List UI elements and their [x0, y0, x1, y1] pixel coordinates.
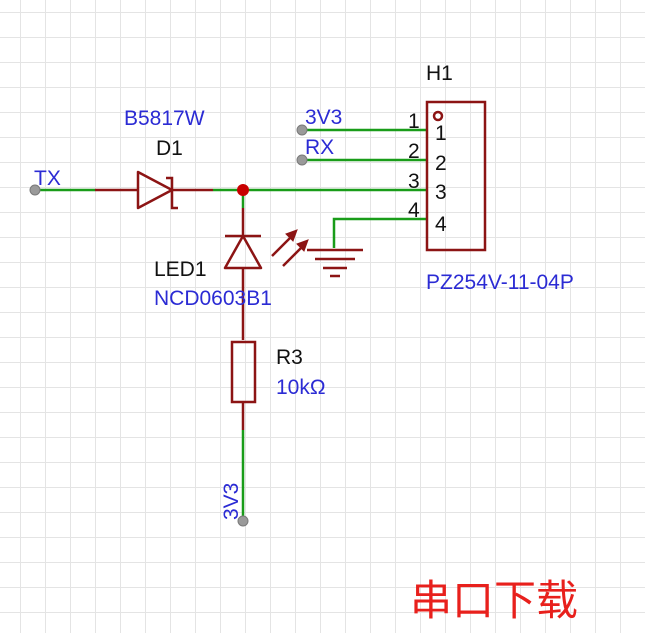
led1-value: NCD0603B1 [154, 287, 272, 310]
junction-dot [237, 184, 249, 196]
d1-value: B5817W [124, 107, 205, 130]
resistor-r3[interactable] [230, 340, 257, 430]
port-3v3-top[interactable] [296, 124, 308, 136]
h1-pin-name-2: 2 [435, 152, 447, 175]
diode-d1[interactable] [95, 170, 213, 210]
h1-pin-number-1: 1 [408, 110, 420, 133]
r3-value: 10kΩ [276, 376, 326, 399]
h1-pin-number-2: 2 [408, 140, 420, 163]
h1-pin-number-3: 3 [408, 170, 420, 193]
h1-pin-name-4: 4 [435, 213, 447, 236]
net-label-3v3-top: 3V3 [305, 106, 342, 129]
h1-value: PZ254V-11-04P [426, 271, 574, 294]
h1-designator: H1 [426, 62, 453, 85]
wire-h1-pin4-to-gnd [332, 217, 427, 248]
schematic-title: 串口下载 [410, 576, 578, 625]
port-rx[interactable] [296, 154, 308, 166]
net-label-rx: RX [305, 136, 334, 159]
h1-pin-name-1: 1 [435, 122, 447, 145]
ground-symbol [307, 248, 363, 278]
r3-designator: R3 [276, 346, 303, 369]
net-label-tx: TX [34, 167, 61, 190]
header-h1[interactable] [425, 100, 487, 252]
d1-designator: D1 [156, 137, 183, 160]
net-label-3v3-bottom: 3V3 [220, 483, 243, 520]
h1-pin-number-4: 4 [408, 199, 420, 222]
h1-pin-name-3: 3 [435, 181, 447, 204]
port-tx[interactable] [29, 184, 41, 196]
port-3v3-bottom[interactable] [237, 515, 249, 527]
led-led1[interactable] [223, 208, 309, 340]
led1-designator: LED1 [154, 258, 207, 281]
